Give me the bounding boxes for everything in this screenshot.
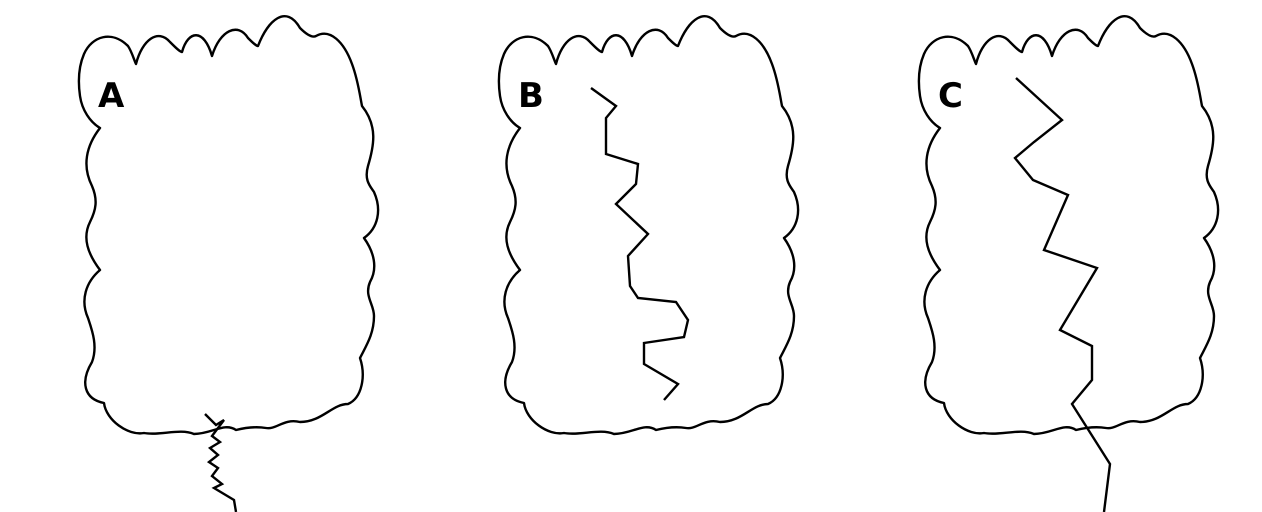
panel-b: B xyxy=(499,16,798,434)
panel-c-outline xyxy=(919,16,1218,434)
panel-c: C xyxy=(919,16,1218,512)
panel-c-label: C xyxy=(938,76,963,116)
panel-b-label: B xyxy=(518,76,544,116)
panel-a-label: A xyxy=(98,76,125,116)
panel-c-chain xyxy=(1015,78,1110,512)
panel-a: A xyxy=(79,16,378,512)
panel-b-chain xyxy=(591,88,688,400)
